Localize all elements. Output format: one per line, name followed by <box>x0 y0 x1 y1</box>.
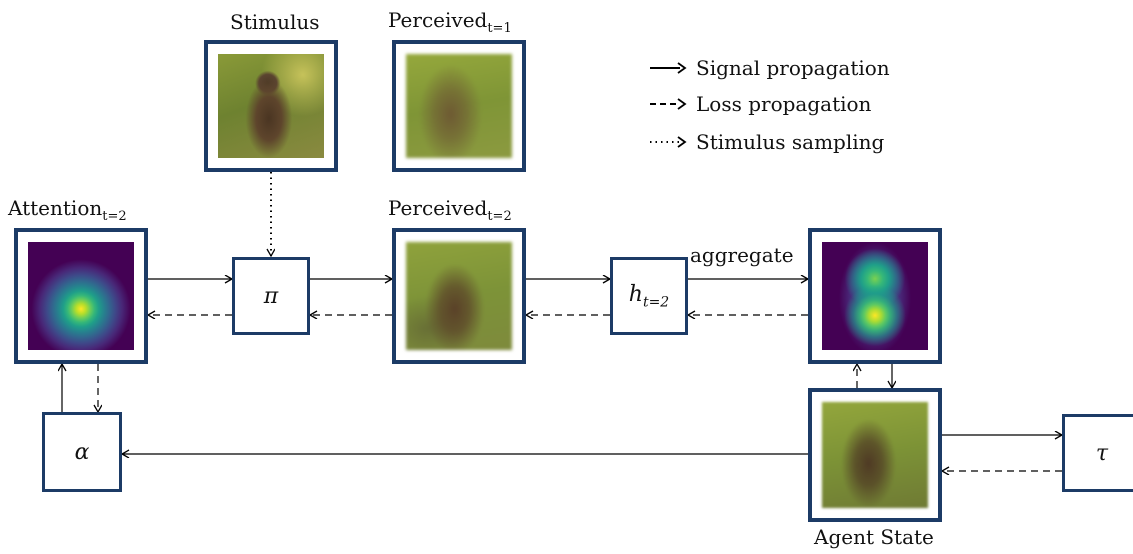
attention-label: Attentiont=2 <box>8 196 127 224</box>
perceived-t1-cat-image <box>406 54 512 158</box>
solid-arrow-icon <box>650 62 687 74</box>
h-operator-box: ht=2 <box>610 257 688 335</box>
stimulus-label: Stimulus <box>230 10 320 34</box>
alpha-symbol: α <box>74 439 90 465</box>
tau-symbol: τ <box>1095 440 1109 466</box>
legend-loss: Loss propagation <box>648 92 871 116</box>
stimulus-image-frame <box>204 40 338 172</box>
legend-loss-text: Loss propagation <box>696 92 872 116</box>
legend-sampling: Stimulus sampling <box>648 130 884 154</box>
attention-heatmap <box>28 242 134 350</box>
h-symbol-base: h <box>628 281 643 307</box>
legend-signal-text: Signal propagation <box>696 56 890 80</box>
attention-label-sub: t=2 <box>102 209 127 224</box>
aggregate-label: aggregate <box>690 243 794 267</box>
pi-operator-box: π <box>232 257 310 335</box>
legend-sampling-text: Stimulus sampling <box>696 130 885 154</box>
h-symbol: ht=2 <box>629 282 669 310</box>
aggregate-heatmap <box>822 242 928 350</box>
perceived-t2-cat-image <box>406 242 512 350</box>
perceived-t2-label-base: Perceived <box>388 196 488 220</box>
attention-label-base: Attention <box>8 196 103 220</box>
agent-state-image-frame <box>808 388 942 522</box>
dashed-arrow-icon <box>650 98 687 110</box>
perceived-t1-label-sub: t=1 <box>487 21 512 36</box>
stimulus-cat-image <box>218 54 324 158</box>
perceived-t2-label-sub: t=2 <box>487 209 512 224</box>
pi-symbol: π <box>263 283 279 309</box>
attention-heatmap-frame <box>14 228 148 364</box>
agent-state-cat-image <box>822 402 928 508</box>
legend-signal: Signal propagation <box>648 56 890 80</box>
aggregate-heatmap-frame <box>808 228 942 364</box>
perceived-t2-image-frame <box>392 228 526 364</box>
h-symbol-sub: t=2 <box>642 294 670 311</box>
tau-operator-box: τ <box>1062 414 1133 492</box>
perceived-t1-label: Perceivedt=1 <box>388 8 512 36</box>
perceived-t1-image-frame <box>392 40 526 172</box>
dotted-arrow-icon <box>650 136 687 148</box>
perceived-t1-label-base: Perceived <box>388 8 488 32</box>
agent-state-label: Agent State <box>814 525 934 549</box>
alpha-operator-box: α <box>42 412 122 492</box>
perceived-t2-label: Perceivedt=2 <box>388 196 512 224</box>
